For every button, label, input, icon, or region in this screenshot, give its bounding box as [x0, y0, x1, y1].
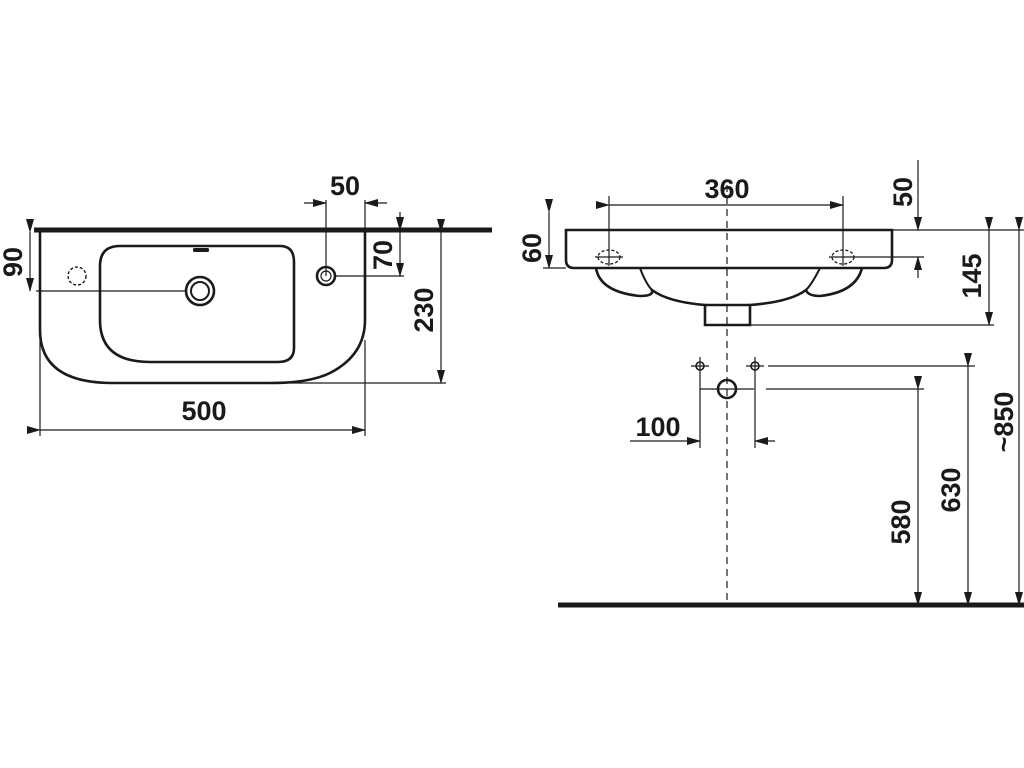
- dim-360: 360: [704, 174, 749, 204]
- optional-tap-hole: [67, 266, 87, 286]
- supply-marker-left: [691, 357, 709, 375]
- dim-230: 230: [409, 287, 439, 332]
- front-view: 360 60 50 145: [517, 160, 1024, 608]
- dim-90: 90: [0, 247, 28, 277]
- bowl-underside: [594, 267, 864, 327]
- dim-50-front: 50: [888, 177, 918, 207]
- supply-marker-right: [746, 357, 764, 375]
- dim-70: 70: [368, 240, 398, 270]
- dim-60: 60: [517, 233, 547, 263]
- dim-50-top: 50: [330, 171, 360, 201]
- dim-100: 100: [635, 412, 680, 442]
- top-view: 90 50 70 230 500: [0, 171, 492, 436]
- inner-bowl: [98, 244, 296, 364]
- dim-630: 630: [936, 467, 966, 512]
- dim-500: 500: [181, 396, 226, 426]
- dim-580: 580: [886, 499, 916, 544]
- waste-outlet: [700, 378, 754, 400]
- drain-inner: [190, 281, 210, 301]
- fixing-hole-right: [829, 246, 857, 266]
- dim-145: 145: [957, 253, 987, 298]
- fixing-hole-left: [595, 246, 623, 266]
- basin-front: [564, 228, 894, 270]
- basin-outline: [38, 232, 367, 385]
- dim-850: ~850: [989, 392, 1019, 453]
- overflow-slot: [193, 248, 209, 252]
